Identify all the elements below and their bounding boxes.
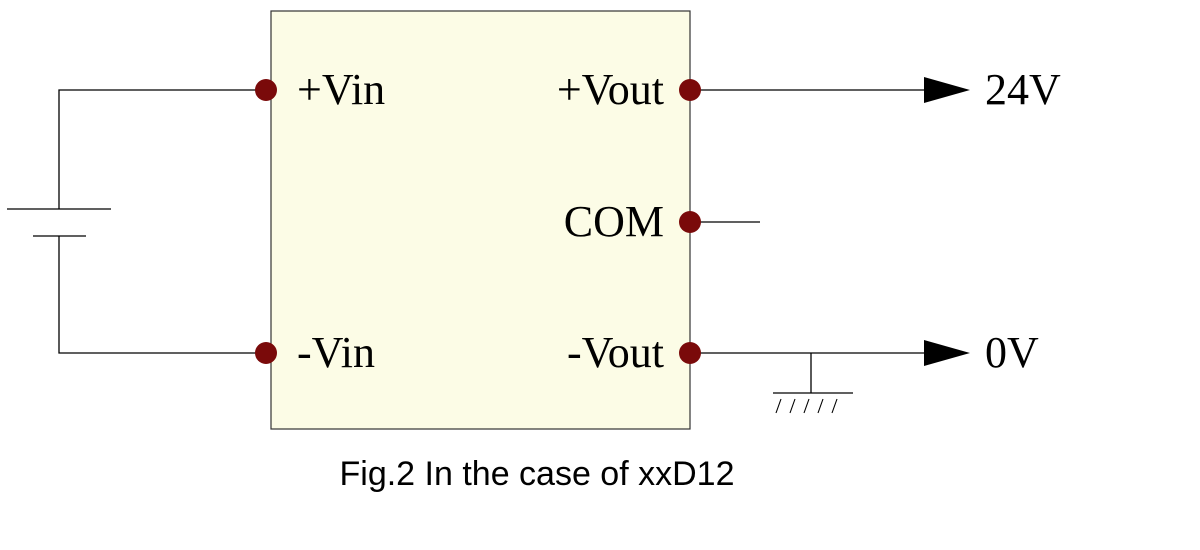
pin-label-vin-neg: -Vin (297, 328, 375, 377)
pin-vout-neg (679, 342, 701, 364)
vin-pos-wire (58, 89, 266, 209)
ground-icon (773, 353, 853, 414)
pin-label-vout-pos: +Vout (557, 65, 664, 114)
output-label-negative: 0V (985, 328, 1039, 377)
pin-terminals (255, 79, 701, 364)
pin-label-vout-neg: -Vout (567, 328, 664, 377)
vin-neg-wire (58, 236, 266, 354)
pin-label-com: COM (564, 197, 664, 246)
arrow-right-icon (924, 77, 970, 103)
arrow-right-icon (924, 340, 970, 366)
pin-vout-pos (679, 79, 701, 101)
pin-label-vin-pos: +Vin (297, 65, 385, 114)
output-label-positive: 24V (985, 65, 1061, 114)
input-circuit (7, 89, 266, 354)
figure-caption: Fig.2 In the case of xxD12 (340, 455, 735, 493)
pin-vin-pos (255, 79, 277, 101)
pin-com (679, 211, 701, 233)
converter-module (270, 10, 691, 430)
pin-vin-neg (255, 342, 277, 364)
output-circuit (690, 77, 970, 414)
battery-icon (7, 208, 111, 237)
